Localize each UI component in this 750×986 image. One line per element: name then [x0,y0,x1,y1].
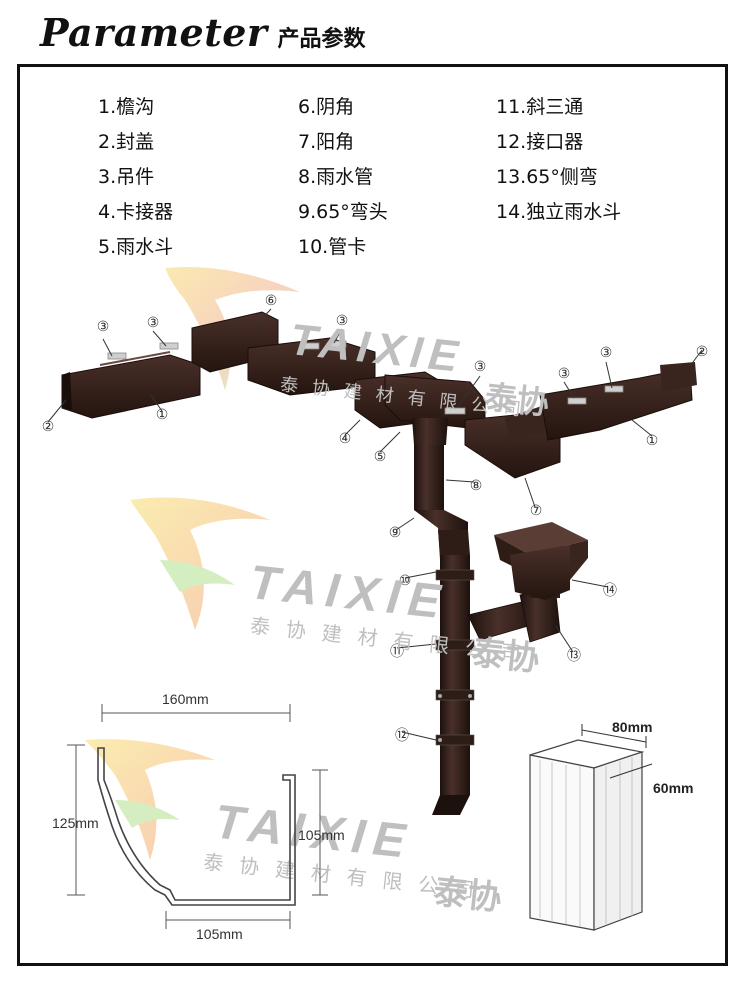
dim-width-top: 160mm [162,691,209,707]
callout-marker: ⑬ [567,647,581,663]
pipe-section-drawing [529,739,645,931]
dim-pipe-depth: 60mm [653,780,693,796]
callout-marker: ③ [147,314,160,330]
callout-leaders [47,308,703,741]
callout-marker: ⑤ [374,448,387,464]
watermark-logo-top [165,267,300,390]
callout-marker: ③ [474,358,487,374]
legend-item: 13.65°侧弯 [496,166,598,188]
title-english: Parameter [40,10,268,55]
callout-marker: ⑩ [399,572,412,588]
page-header: Parameter 产品参数 [40,10,365,60]
watermark-brand-cn: 泰协 [432,873,504,918]
callout-marker: ④ [339,430,352,446]
callout-marker: ⑨ [389,524,402,540]
legend-item: 12.接口器 [496,131,584,153]
watermark-brand-cn: 泰协 [483,379,550,421]
legend-column-3: 11.斜三通 12.接口器 13.65°侧弯 14.独立雨水斗 [496,90,621,230]
downpipe-assembly [412,418,561,815]
callout-marker: ⑭ [603,582,617,598]
dim-height-right: 105mm [298,827,345,843]
watermark-brand-cn: 泰协 [470,634,542,679]
watermark-logo-middle [130,497,270,630]
legend-item: 9.65°弯头 [298,201,388,223]
legend-item: 3.吊件 [98,166,155,188]
hangers [107,340,624,415]
diagram-frame [17,64,728,966]
gutter-run-left [61,351,201,419]
standalone-rain-hopper [494,522,588,600]
legend-item: 4.卡接器 [98,201,174,223]
dim-pipe-width: 80mm [612,719,652,735]
callout-marker: ⑪ [390,643,404,659]
callout-marker: ⑧ [470,477,483,493]
callout-marker: ⑫ [395,727,409,743]
callout-marker: ⑥ [265,292,278,308]
callout-marker: ① [156,406,169,422]
callout-marker: ② [42,418,55,434]
legend-column-2: 6.阴角 7.阳角 8.雨水管 9.65°弯头 10.管卡 [298,90,388,265]
callout-markers: ③ ③ ⑥ ③ ③ ③ ③ ② ② ① ① ④ ⑤ ⑦ ⑧ ⑨ ⑩ ⑪ ⑬ ⑭ ⑫ [42,292,709,743]
legend-item: 5.雨水斗 [98,236,174,258]
title-chinese: 产品参数 [277,27,366,52]
legend-item: 6.阴角 [298,96,355,118]
callout-marker: ③ [97,318,110,334]
callout-marker: ⑦ [530,502,543,518]
callout-marker: ① [646,432,659,448]
legend-column-1: 1.檐沟 2.封盖 3.吊件 4.卡接器 5.雨水斗 [98,90,173,265]
legend-item: 10.管卡 [298,236,367,258]
dim-width-bottom: 105mm [196,926,243,942]
pipe-dimensions [581,724,653,779]
dim-height-left: 125mm [52,815,99,831]
legend-item: 1.檐沟 [98,96,155,118]
gutter-run-center [247,337,486,431]
gutter-profile-dimensions [67,704,328,929]
gutter-profile-drawing [97,747,296,906]
legend-item: 14.独立雨水斗 [496,201,622,223]
legend-item: 7.阳角 [298,131,355,153]
legend-item: 2.封盖 [98,131,155,153]
gutter-run-right [539,362,697,441]
callout-marker: ③ [600,344,613,360]
legend-item: 8.雨水管 [298,166,374,188]
watermark-logo-bottom [85,739,215,860]
legend-item: 11.斜三通 [496,96,584,118]
callout-marker: ② [696,343,709,359]
callout-marker: ③ [336,312,349,328]
callout-marker: ③ [558,365,571,381]
